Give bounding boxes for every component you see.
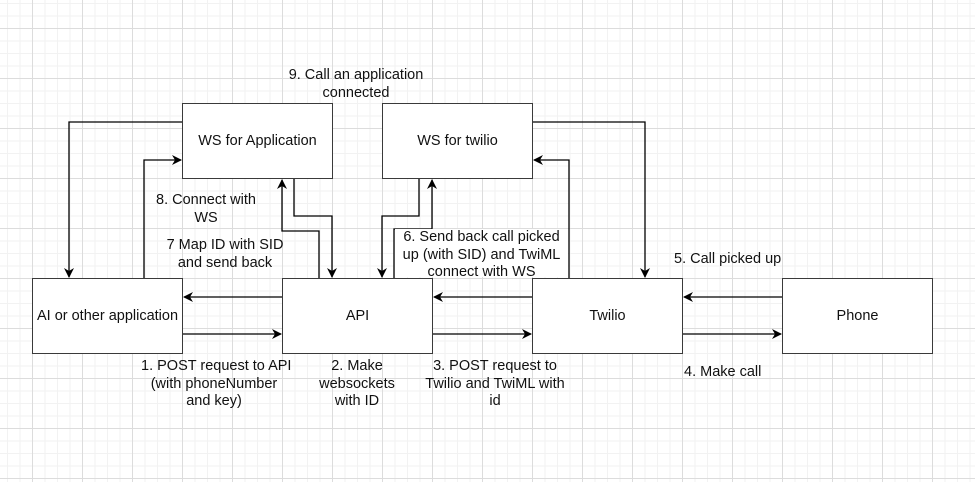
arrow-twilio-to-wstwilio [533,155,570,278]
edge-label-6: 6. Send back call picked up (with SID) a… [395,229,568,277]
edge-label-line: with ID [334,393,380,409]
arrow-ai-to-wsapp [143,155,182,278]
node-label: Twilio [589,308,626,324]
edge-label-line: 1. POST request to API [141,358,292,374]
edge-label-line: 9. Call an application [288,67,424,83]
edge-label-line: 4. Make call [684,364,762,380]
edge-label-line: connect with WS [427,264,536,277]
edge-label-5: 5. Call picked up [674,251,790,269]
edge-label-line: 8. Connect with [156,192,256,208]
node-label: AI or other application [36,308,179,324]
edge-label-line: Twilio and TwiML with [425,375,565,392]
node-api[interactable]: API [282,278,433,354]
edge-label-line: up (with SID) and TwiML [402,246,561,263]
edge-label-7: 7 Map ID with SID and send back [160,237,290,272]
edge-label-line: 5. Call picked up [674,251,782,267]
arrow-wstwilio-to-api [377,178,420,278]
edge-label-9: 9. Call an application connected [286,67,426,102]
edge-label-8: 8. Connect with WS [150,192,262,227]
edge-label-line: 6. Send back call picked [403,229,560,245]
edge-label-line: (with phoneNumber [150,375,278,392]
node-label: WS for twilio [417,133,498,149]
node-twilio[interactable]: Twilio [532,278,683,354]
node-ws-for-twilio[interactable]: WS for twilio [382,103,533,179]
node-phone[interactable]: Phone [782,278,933,354]
edge-label-line: and key) [186,393,242,409]
edge-label-line: 2. Make [331,358,383,374]
edge-label-2: 2. Make websockets with ID [302,358,412,411]
node-label: WS for Application [198,133,317,149]
edge-label-line: connected [322,84,390,101]
node-label: API [345,308,370,324]
node-ws-for-application[interactable]: WS for Application [182,103,333,179]
node-label: Phone [836,308,879,324]
arrow-wsapp-to-ai [64,121,182,278]
arrow-wstwilio-to-twilio [532,121,650,278]
edge-label-line: 7 Map ID with SID [166,237,284,253]
edge-label-line: 3. POST request to [433,358,557,374]
edge-label-line: id [489,393,501,409]
edge-label-line: and send back [177,254,273,271]
edge-label-1: 1. POST request to API (with phoneNumber… [141,358,292,411]
edge-label-line: WS [194,209,218,226]
edge-label-4: 4. Make call [684,364,784,382]
arrow-api-to-wsapp [277,179,320,278]
arrow-wsapp-to-api [293,178,337,278]
edge-label-3: 3. POST request to Twilio and TwiML with… [412,358,578,411]
node-ai-application[interactable]: AI or other application [32,278,183,354]
edge-label-line: websockets [319,375,395,392]
